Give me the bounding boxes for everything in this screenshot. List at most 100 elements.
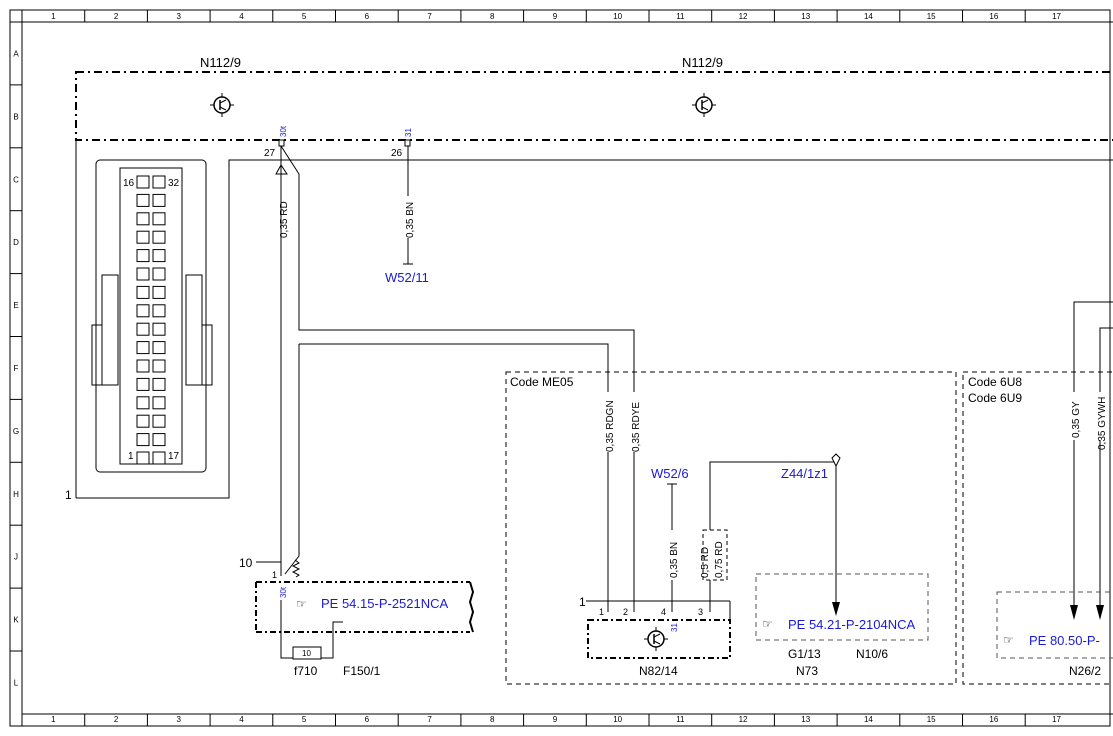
column-number: 5 <box>302 715 307 724</box>
connector-pin-1: 1 <box>128 451 134 462</box>
n82-pin-4: 4 <box>661 607 666 617</box>
column-number: 3 <box>177 12 182 21</box>
connector-pin-cell <box>152 304 166 318</box>
row-letter: D <box>13 238 19 247</box>
column-number: 9 <box>553 12 558 21</box>
connector-pin-cell <box>136 267 150 281</box>
wire-035-rd-top: 0,35 RD <box>279 201 290 238</box>
connector-pin-cell <box>152 322 166 336</box>
column-number: 13 <box>801 12 810 21</box>
connector-outline <box>75 140 1113 499</box>
transistor-icon <box>210 93 234 117</box>
row-letter: C <box>13 175 19 184</box>
connector-pin-16: 16 <box>123 178 135 189</box>
pin-1-left: 1 <box>272 570 277 580</box>
connector-pin-cell <box>152 377 166 391</box>
pin-31-top: 31 <box>404 128 413 137</box>
g1-13-label: G1/13 <box>788 647 821 661</box>
pin-30t-top: 30t <box>279 125 288 137</box>
connector-pin-cell <box>152 267 166 281</box>
column-number: 14 <box>864 715 873 724</box>
row-letter: B <box>13 112 18 121</box>
connector-pin-grid <box>136 175 166 465</box>
connector-pin-cell <box>136 322 150 336</box>
n112-label-right: N112/9 <box>682 55 723 70</box>
column-number: 1 <box>51 715 56 724</box>
column-number: 6 <box>365 12 370 21</box>
column-number: 15 <box>927 12 936 21</box>
column-number: 17 <box>1052 12 1061 21</box>
w52-6-link[interactable]: W52/6 <box>651 466 689 481</box>
connector-pin-cell <box>136 175 150 189</box>
wire-075-rd: 0,75 RD <box>714 541 725 578</box>
connector-pin-cell <box>152 249 166 263</box>
column-number: 6 <box>365 715 370 724</box>
n82-pin-2: 2 <box>623 607 628 617</box>
row-letter: J <box>14 553 18 562</box>
column-number: 10 <box>613 715 622 724</box>
column-number: 11 <box>676 715 685 724</box>
pointing-hand-icon: ☞ <box>762 617 773 631</box>
pe-right-link[interactable]: PE 80.50-P- <box>1029 633 1100 648</box>
grid-rulers: 1122334455667788991010111112121313141415… <box>10 10 1062 726</box>
column-number: 7 <box>427 715 432 724</box>
connector-pin-cell <box>152 341 166 355</box>
column-number: 4 <box>239 12 244 21</box>
wire-035-bn-top: 0,35 BN <box>405 202 416 238</box>
column-number: 4 <box>239 715 244 724</box>
connector-pin-cell <box>152 212 166 226</box>
fuse-value: 10 <box>302 649 311 658</box>
connector-pin-cell <box>136 193 150 207</box>
n112-module-box <box>75 71 1113 141</box>
connector-pin-cell <box>136 249 150 263</box>
pointing-hand-icon: ☞ <box>296 597 307 611</box>
connector-pin-17: 17 <box>168 451 180 462</box>
connector-pin-cell <box>136 451 150 465</box>
column-number: 12 <box>739 12 748 21</box>
connector-pin-cell <box>152 414 166 428</box>
code-me05-box <box>505 371 957 685</box>
pe-mid-link[interactable]: PE 54.21-P-2104NCA <box>788 617 916 632</box>
transistor-icon <box>692 93 716 117</box>
column-number: 2 <box>114 12 119 21</box>
w52-11-link[interactable]: W52/11 <box>385 270 429 285</box>
pe-left-link[interactable]: PE 54.15-P-2521NCA <box>321 596 449 611</box>
column-number: 15 <box>927 715 936 724</box>
connector-pin-cell <box>136 304 150 318</box>
label-10: 10 <box>239 556 253 570</box>
connector-pin-cell <box>136 377 150 391</box>
f710-label: f710 <box>294 664 318 678</box>
z44-link[interactable]: Z44/1z1 <box>781 466 828 481</box>
transistor-icon <box>644 627 668 651</box>
n112-label-left: N112/9 <box>200 55 241 70</box>
connector-label: 1 <box>65 488 72 502</box>
pin-30t-bottom: 30t <box>279 586 288 598</box>
connector-pin-cell <box>152 175 166 189</box>
column-number: 8 <box>490 12 495 21</box>
connector-pin-cell <box>136 359 150 373</box>
column-number: 7 <box>427 12 432 21</box>
connector-pin-32: 32 <box>168 178 180 189</box>
pin-26: 26 <box>391 148 403 159</box>
connector-pin-cell <box>152 285 166 299</box>
wire-035-rdye: 0,35 RDYE <box>631 402 642 452</box>
wire-035-gy: 0,35 GY <box>1071 401 1082 438</box>
wire-035-rdgn: 0,35 RDGN <box>605 400 616 452</box>
n82-box-label: 1 <box>579 595 586 609</box>
column-number: 13 <box>801 715 810 724</box>
connector-pin-cell <box>152 359 166 373</box>
wire-035-bn-mid: 0,35 BN <box>669 542 680 578</box>
connector-pin-cell <box>136 230 150 244</box>
connector-pin-cell <box>136 396 150 410</box>
f150-label: F150/1 <box>343 664 381 678</box>
connector-pin-cell <box>136 433 150 447</box>
row-letter: A <box>13 49 19 58</box>
connector-pin-cell <box>136 212 150 226</box>
row-letter: H <box>13 490 19 499</box>
n26-label: N26/2 <box>1069 664 1101 678</box>
column-number: 8 <box>490 715 495 724</box>
n82-pin-31: 31 <box>670 623 679 632</box>
column-number: 17 <box>1052 715 1061 724</box>
row-letter: E <box>13 301 18 310</box>
